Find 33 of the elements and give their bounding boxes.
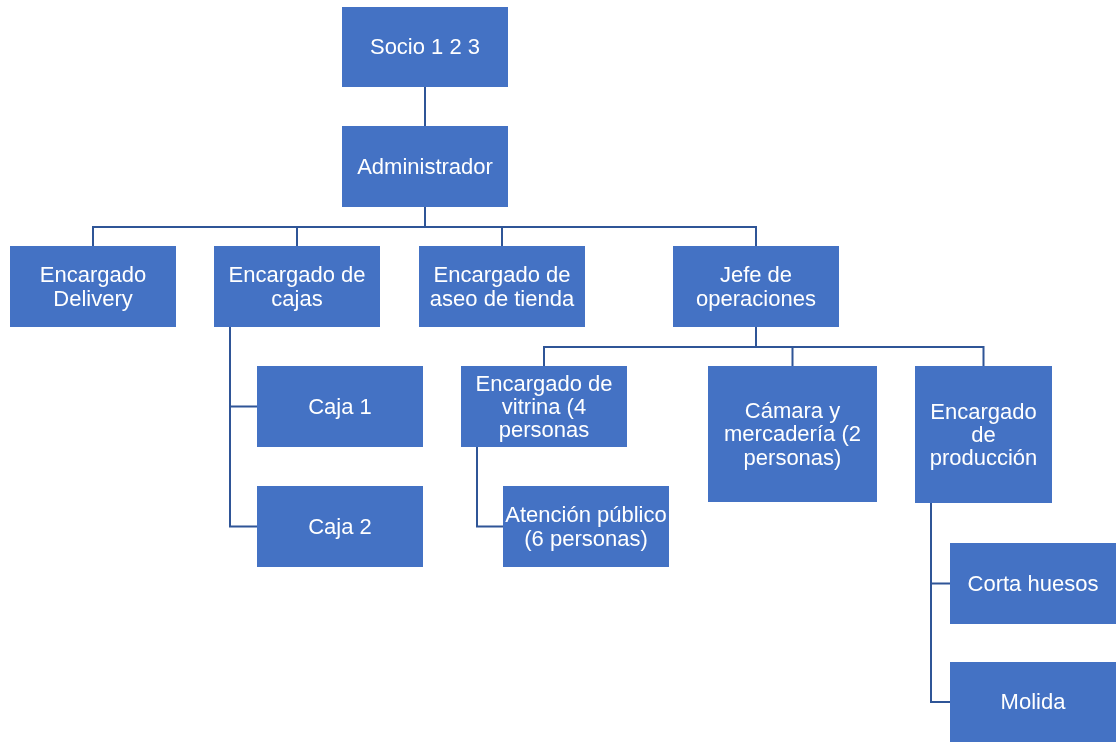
box-label: Cámara y mercadería (2 personas) <box>723 399 862 469</box>
org-box <box>673 246 839 327</box>
org-box <box>950 662 1116 742</box>
box-label: Corta huesos <box>967 571 1099 596</box>
connector-line <box>424 206 757 247</box>
org-box <box>461 366 627 447</box>
connector-line <box>930 502 951 703</box>
org-box <box>708 366 877 502</box>
connector-line <box>229 326 258 528</box>
org-box <box>214 246 380 327</box>
org-box <box>342 7 508 87</box>
box-label: Encargado de cajas <box>227 263 367 310</box>
box-label: Encargado de aseo de tienda <box>428 263 576 310</box>
org-box <box>950 543 1116 624</box>
box-label: Administrador <box>357 154 493 179</box>
box-label: Atención público (6 personas) <box>505 503 667 550</box>
box-label: Encargado de vitrina (4 personas <box>474 371 614 442</box>
box-label: Molida <box>1000 690 1066 714</box>
box-label: Socio 1 2 3 <box>369 35 481 59</box>
box-label: Encargado Delivery <box>38 263 148 310</box>
org-box <box>257 486 423 567</box>
org-box <box>419 246 585 327</box>
org-box <box>257 366 423 447</box>
connector-line <box>424 86 426 127</box>
org-box <box>342 126 508 207</box>
connector-line <box>476 446 504 528</box>
box-label: Caja 2 <box>308 514 372 539</box>
org-box <box>915 366 1052 503</box>
box-label: Caja 1 <box>308 394 372 419</box>
box-label: Encargado de producción <box>928 399 1039 470</box>
box-label: Jefe de operaciones <box>695 263 817 310</box>
org-box <box>10 246 176 327</box>
org-box <box>503 486 669 567</box>
